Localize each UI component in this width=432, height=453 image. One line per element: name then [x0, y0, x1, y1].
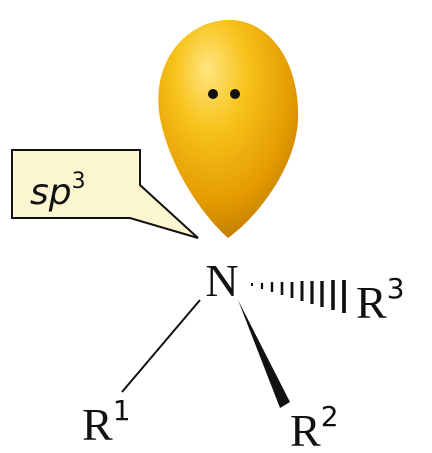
hybridization-label: sp3	[30, 169, 86, 213]
substituent-r1-label: R1	[82, 394, 131, 450]
lone-pair-electron	[208, 89, 218, 99]
bond-n-r2-wedge	[238, 300, 290, 408]
nitrogen-atom-label: N	[205, 255, 238, 306]
hybridization-callout	[11, 149, 199, 239]
bond-n-r1	[121, 299, 201, 393]
bond-n-r3-hashed-wedge	[251, 280, 346, 313]
lone-pair-electron	[230, 89, 240, 99]
lone-pair-orbital	[158, 19, 299, 239]
substituent-r3-label: R3	[356, 272, 405, 328]
substituent-r2-label: R2	[290, 400, 339, 453]
